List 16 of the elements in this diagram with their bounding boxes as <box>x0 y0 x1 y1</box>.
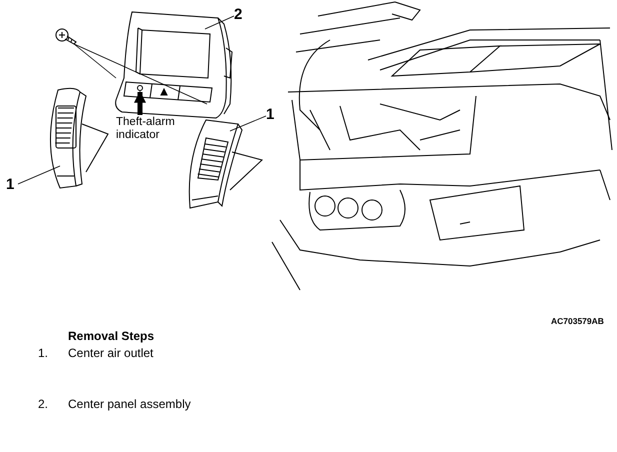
leader-line <box>74 44 208 104</box>
callout-number: 1 <box>6 176 16 194</box>
step-number: 1. <box>38 346 48 360</box>
figure-code: AC703579AB <box>551 316 604 326</box>
leader-line <box>18 166 60 184</box>
callout-number: 1 <box>266 106 276 124</box>
arrow <box>134 90 146 115</box>
leader-line <box>204 16 234 30</box>
callout-number: 2 <box>234 6 244 24</box>
step-text: Center air outlet <box>68 346 154 360</box>
callout-text: Theft-alarm indicator <box>116 116 176 142</box>
step-number: 2. <box>38 397 48 411</box>
section-heading: Removal Steps <box>68 329 154 343</box>
leader-line <box>230 116 266 132</box>
leader-line <box>74 44 116 78</box>
step-text: Center panel assembly <box>68 397 191 411</box>
